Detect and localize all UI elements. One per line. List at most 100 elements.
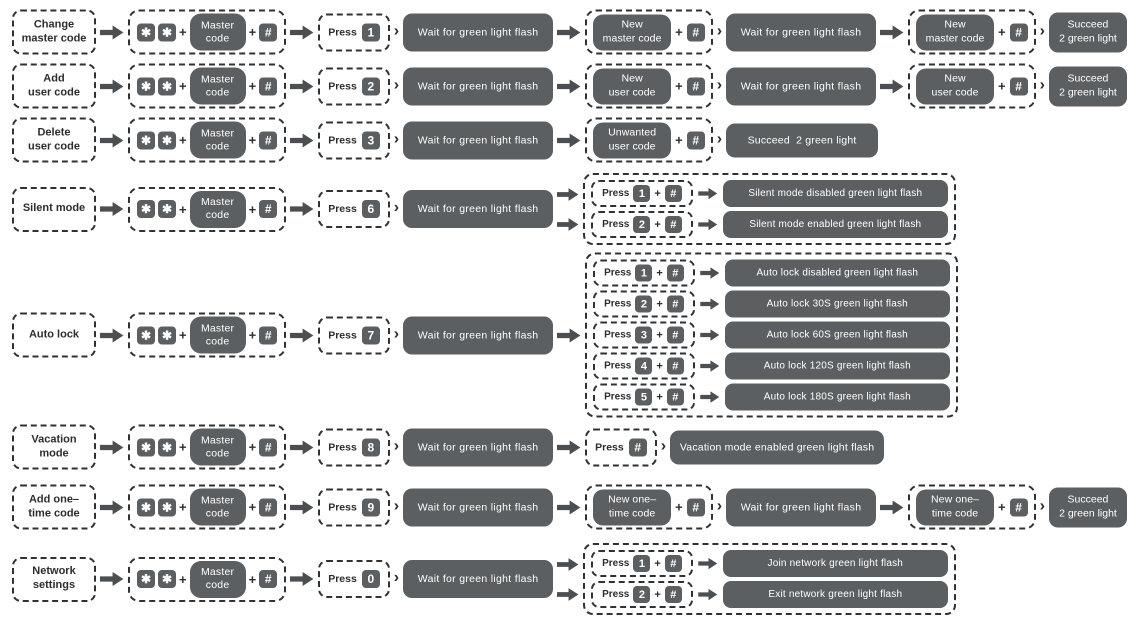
arrow-right-icon (880, 25, 904, 39)
star-key: ✱ (158, 77, 176, 95)
branch-result: Auto lock disabled green light flash (724, 259, 950, 287)
wait-step: Wait for green light flash (726, 13, 877, 51)
code-box-line: user code (608, 86, 656, 98)
dashed-chevron-icon: › (393, 569, 400, 586)
star-key: ✱ (158, 570, 176, 588)
star-key: ✱ (158, 131, 176, 149)
plus-sign: + (248, 132, 257, 148)
digit-key: 3 (361, 131, 380, 149)
flow-label: Auto lock (12, 312, 96, 358)
code-box-line: Unwanted (608, 126, 657, 139)
code-box-line: master code (602, 32, 662, 44)
branch-result: Auto lock 30S green light flash (724, 290, 950, 318)
arrow-right-icon (700, 298, 720, 310)
hash-key: # (686, 498, 705, 516)
succeed-line: Succeed (1067, 72, 1109, 85)
code-box-line: New (944, 72, 966, 85)
code-box: New one–time code (593, 489, 672, 525)
plus-sign: + (675, 499, 683, 515)
master-code-line: code (205, 579, 230, 591)
flow-label-line: Change (33, 18, 75, 31)
arrow-right-icon (290, 500, 314, 514)
dashed-chevron-icon: › (393, 130, 400, 147)
wait-step: Wait for green light flash (726, 488, 877, 526)
branch-result: Silent mode disabled green light flash (722, 180, 948, 207)
star-key: ✱ (137, 570, 155, 588)
press-label: Press (328, 573, 357, 585)
plus-sign: + (675, 132, 683, 148)
hash-key: # (686, 77, 705, 95)
hash-key: # (1009, 77, 1028, 95)
press-label: Press (602, 188, 630, 199)
flow-label-line: mode (39, 447, 69, 459)
arrow-right-icon (700, 391, 720, 403)
plus-sign: + (656, 360, 663, 372)
arrow-right-icon (100, 25, 124, 39)
master-code-line: Master (200, 127, 235, 140)
digit-key: 4 (635, 357, 653, 375)
plus-sign: + (248, 201, 257, 217)
flow-label-line: time code (28, 507, 80, 519)
flow-label-line: user code (28, 140, 80, 152)
wait-step: Wait for green light flash (403, 13, 554, 51)
digit-key: 2 (633, 586, 651, 603)
dashed-chevron-icon: › (660, 437, 667, 454)
star-key: ✱ (137, 498, 155, 516)
star-key: ✱ (137, 438, 155, 456)
master-code-line: code (205, 447, 230, 459)
hash-key: # (1009, 23, 1028, 41)
result-step: Vacation mode enabled green light flash (670, 430, 885, 464)
arrow-right-icon (880, 79, 904, 93)
dashed-chevron-icon: › (393, 437, 400, 454)
arrow-right-icon (557, 133, 581, 147)
succeed-line: 2 green light (1059, 32, 1117, 44)
press-label: Press (602, 219, 630, 230)
master-code-line: code (205, 507, 230, 519)
plus-sign: + (654, 557, 661, 570)
arrow-right-icon (557, 187, 579, 201)
code-box-line: New (621, 18, 643, 31)
succeed-line: Succeed (1067, 18, 1109, 31)
hash-key: # (259, 498, 278, 516)
arrow-right-icon (698, 218, 718, 231)
digit-key: 1 (633, 555, 651, 572)
flow-label-line: Network (32, 565, 76, 578)
digit-key: 7 (361, 326, 380, 344)
plus-sign: + (248, 571, 257, 587)
flow-label-line: Silent mode (22, 202, 86, 215)
arrow-right-icon (698, 588, 718, 601)
hash-key: # (259, 23, 278, 41)
master-code-line: Master (200, 196, 235, 209)
code-box-line: New one– (931, 493, 980, 506)
hash-key: # (686, 131, 705, 149)
star-key: ✱ (137, 200, 155, 218)
plus-sign: + (248, 24, 257, 40)
code-box-line: user code (931, 86, 979, 98)
